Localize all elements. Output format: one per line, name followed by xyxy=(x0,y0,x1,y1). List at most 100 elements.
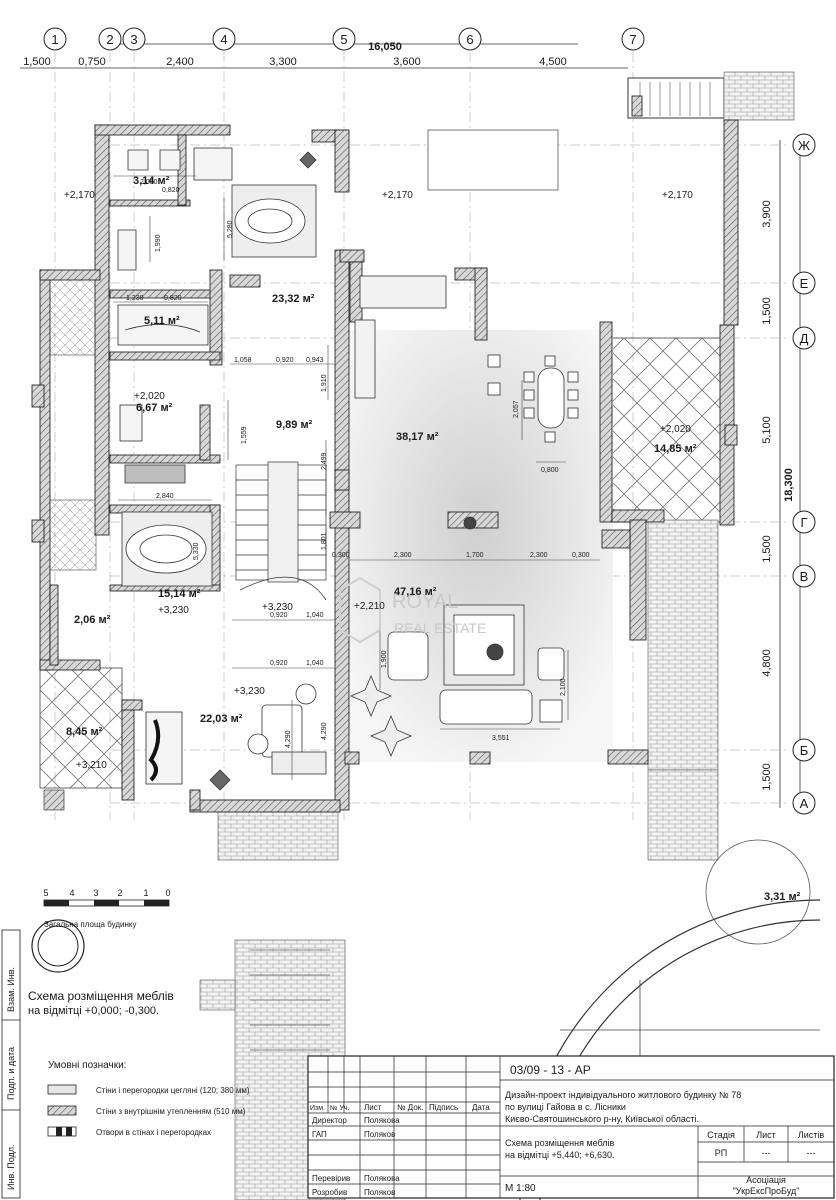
scale-tick: 1 xyxy=(143,888,148,898)
level-mark: +2,170 xyxy=(382,190,413,201)
sheet-title-line: на відмітці +5,440; +6,630. xyxy=(505,1150,615,1160)
dimension-value: 2,057 xyxy=(513,400,520,418)
dimension-value: 0,820 xyxy=(162,187,180,194)
top-dimension-values: 1,500 0,750 2,400 3,300 3,600 4,500 16,0… xyxy=(23,41,567,68)
dimension-value: 1,910 xyxy=(321,374,328,392)
level-marks: +2,170 +2,170 +2,170 +2,020 +2,020 +3,23… xyxy=(64,190,693,771)
walls xyxy=(31,95,739,813)
scale-tick: 5 xyxy=(43,888,48,898)
axis-label-top: 3 xyxy=(130,32,137,47)
dimension-value: 2,100 xyxy=(560,678,567,696)
legend-item: Стіни з внутрішнім утепленням (510 мм) xyxy=(96,1107,246,1116)
axis-label-right: Е xyxy=(800,276,809,291)
drawing-code: 03/09 - 13 - АР xyxy=(510,1063,591,1077)
dimension-value: 0,820 xyxy=(164,295,182,302)
dimension-value: 2,840 xyxy=(156,493,174,500)
axis-label-top: 2 xyxy=(106,32,113,47)
level-mark: +3,210 xyxy=(76,760,107,771)
project-line: Києво-Святошинського р-ну, Київської обл… xyxy=(505,1114,699,1124)
title-block: 03/09 - 13 - АР Дизайн-проект індивідуал… xyxy=(307,1055,835,1199)
dimension-value: 1,040 xyxy=(306,612,324,619)
scale-tick: 3 xyxy=(93,888,98,898)
dimension-value: 2,300 xyxy=(530,552,548,559)
dimension-value: 5,330 xyxy=(193,542,200,560)
room-area: 3,14 м² xyxy=(133,175,170,187)
dimension-value: 4,800 xyxy=(761,649,773,677)
room-area: 47,16 м² xyxy=(394,586,437,598)
total-area-label: Загальна площа будинку xyxy=(44,920,136,929)
room-area-labels: 3,14 м² 23,32 м² 5,11 м² 6,67 м² 9,89 м²… xyxy=(66,175,801,903)
watermark-main: ROYAL xyxy=(392,591,458,613)
project-line: Дизайн-проект індивідуального житлового … xyxy=(505,1090,741,1100)
level-mark: +2,170 xyxy=(64,190,95,201)
legend-swatch-insulated xyxy=(47,1105,77,1116)
axis-label-top: 1 xyxy=(51,32,58,47)
dimension-value: 1,900 xyxy=(381,650,388,668)
signatory-role: ГАП xyxy=(312,1130,327,1139)
axis-label-top: 6 xyxy=(466,32,473,47)
dimension-value: 2,499 xyxy=(321,452,328,470)
level-mark: +2,020 xyxy=(134,391,165,402)
scale-bar: 5 4 3 2 1 0 xyxy=(43,888,171,907)
dimension-value: 3,551 xyxy=(492,735,510,742)
legend: Умовні позначки: Стіни і перегородки цег… xyxy=(47,1060,250,1137)
axis-label-right: Б xyxy=(800,743,809,758)
header-col: Лист xyxy=(364,1103,382,1112)
axis-label-right: В xyxy=(800,569,809,584)
level-mark: +3,230 xyxy=(262,602,293,613)
axis-label-right: А xyxy=(800,796,809,811)
stage-label: Листів xyxy=(798,1130,825,1140)
dimension-value: 1,700 xyxy=(466,552,484,559)
header-col: Підпись xyxy=(429,1103,458,1112)
header-col: Изм. xyxy=(310,1105,325,1112)
dimension-value: 0,920 xyxy=(270,612,288,619)
legend-swatch-openings xyxy=(47,1126,77,1137)
furniture xyxy=(117,147,579,791)
stage-value: РП xyxy=(715,1148,727,1158)
dimension-value: 1,500 xyxy=(761,535,773,563)
drawing-scale: М 1:80 xyxy=(505,1183,536,1194)
axis-label-top: 4 xyxy=(220,32,227,47)
dimension-value: 2,300 xyxy=(394,552,412,559)
room-area: 14,85 м² xyxy=(654,443,697,455)
stage-label: Стадія xyxy=(707,1130,735,1140)
dimension-value: 5,280 xyxy=(227,220,234,238)
header-col: № Уч. xyxy=(330,1105,350,1112)
signatory-name: Полякова xyxy=(364,1174,400,1183)
side-stamp-label: Подп. и дата xyxy=(6,1047,16,1100)
dimension-value: 1,500 xyxy=(23,56,51,68)
legend-swatch-brick xyxy=(47,1084,77,1095)
room-area: 23,32 м² xyxy=(272,293,315,305)
dimension-value: 1,500 xyxy=(761,763,773,791)
level-mark: +3,230 xyxy=(158,605,189,616)
staircase xyxy=(235,461,327,601)
dimension-value: 1,559 xyxy=(241,426,248,444)
dimension-value: 1,801 xyxy=(321,532,328,550)
side-stamp-label: Инв. Подл. xyxy=(6,1144,16,1190)
right-axis-bubbles: Ж Е Д Г В Б А xyxy=(792,133,816,815)
project-line: по вулиці Гайова в с. Лісники xyxy=(505,1102,626,1112)
room-area: 6,67 м² xyxy=(136,402,173,414)
legend-item: Отвори в стінах і перегородках xyxy=(96,1128,211,1137)
plan-caption-line: Схема розміщення меблів xyxy=(28,989,174,1003)
overall-height-dimension: 18,300 xyxy=(783,468,795,502)
dimension-value: 1,990 xyxy=(155,234,162,252)
dimension-value: 0,920 xyxy=(276,357,294,364)
signatory-name: Поляков xyxy=(364,1188,395,1197)
sheet-title-line: Схема розміщення меблів xyxy=(505,1138,615,1148)
signatory-role: Перевірив xyxy=(312,1174,350,1183)
inner-dimension-values: 2,050 0,820 1,230 0,820 1,058 0,920 0,94… xyxy=(126,179,590,748)
room-area: 5,11 м² xyxy=(144,315,180,327)
watermark: ROYAL REAL ESTATE xyxy=(339,576,486,644)
axis-label-right: Д xyxy=(800,331,809,346)
dimension-value: 3,300 xyxy=(269,56,297,68)
side-stamp: Взам. Инв. Подп. и дата Инв. Подл. xyxy=(1,929,21,1199)
axis-label-right: Г xyxy=(800,515,807,530)
dimension-value: 0,920 xyxy=(270,660,288,667)
dimension-value: 2,400 xyxy=(166,56,194,68)
room-area: 15,14 м² xyxy=(158,588,201,600)
inner-dimension-lines xyxy=(113,175,600,780)
signatory-role: Розробив xyxy=(312,1188,347,1197)
overall-width-dimension: 16,050 xyxy=(368,41,402,53)
